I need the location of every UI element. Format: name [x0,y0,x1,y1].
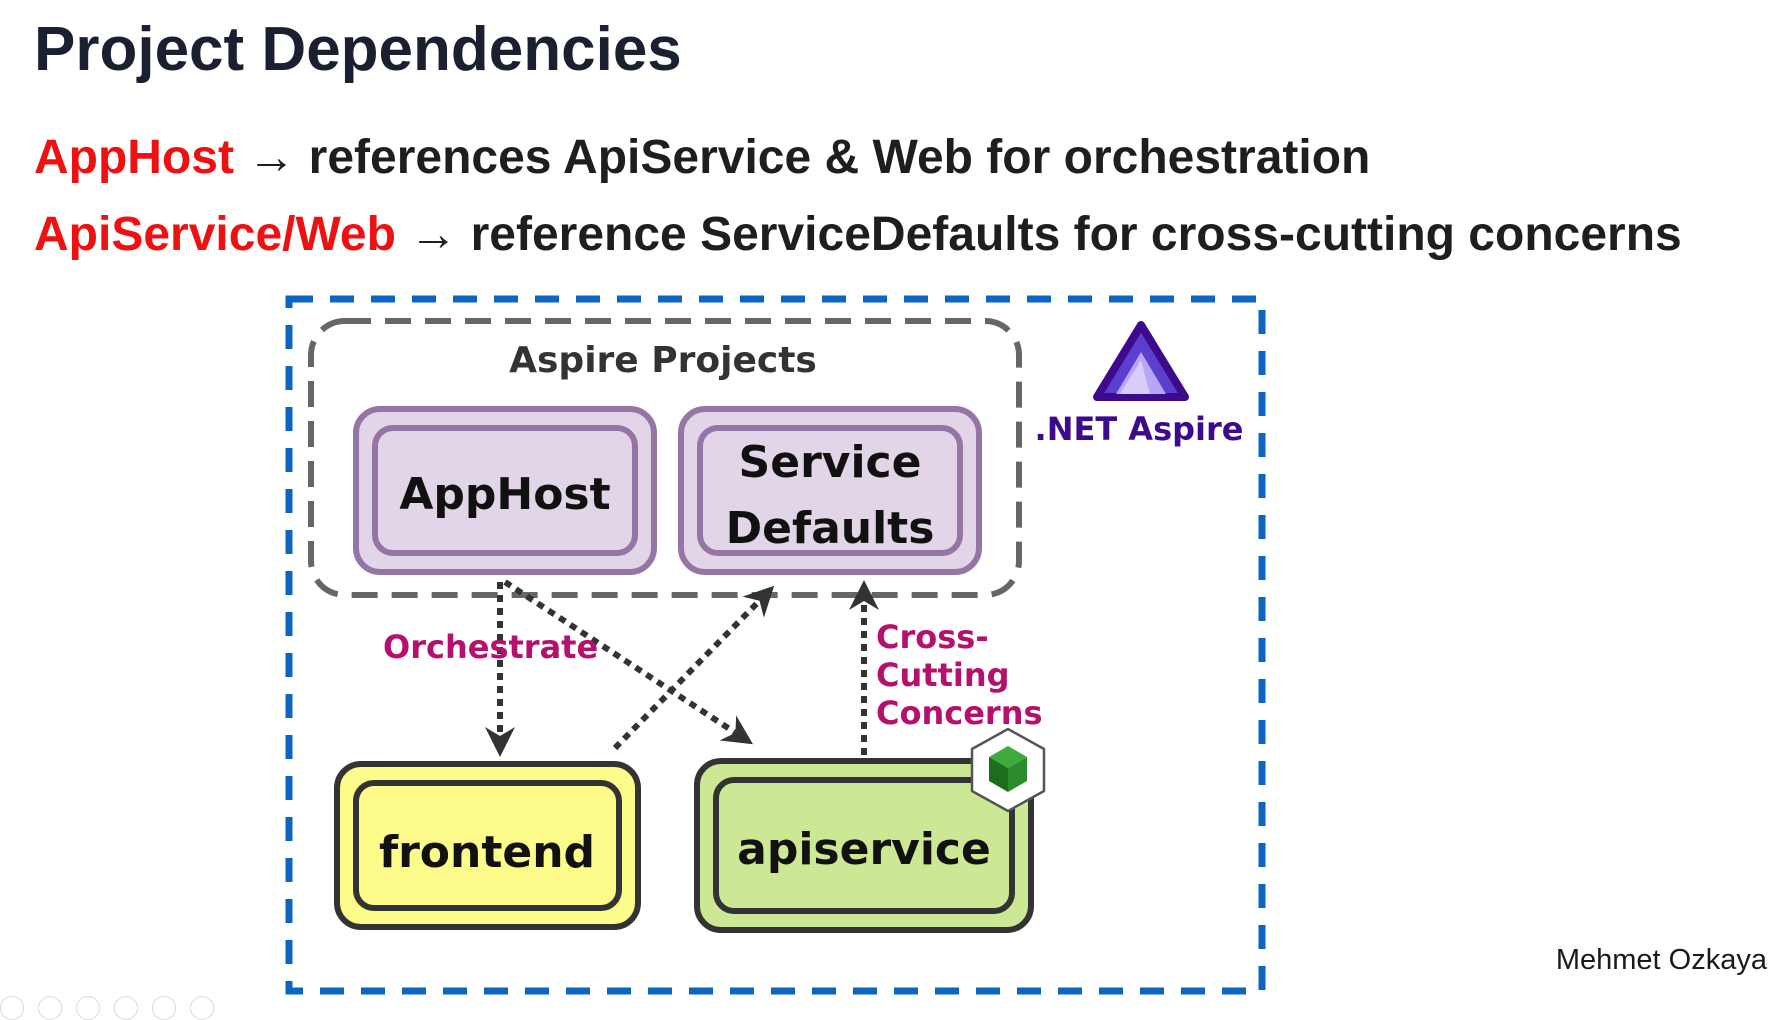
bullet-apiservice-web: ApiService/Web → reference ServiceDefaul… [34,207,1682,262]
service-defaults-label-line1: Service [739,437,922,488]
group-label: Aspire Projects [509,340,817,381]
apiservice-node: apiservice [694,758,1034,933]
aspire-projects-group [308,318,1022,598]
edge-label-cross-cutting-line1: Cross- [876,618,989,656]
more-options-icon[interactable] [190,996,214,1020]
slides-overview-icon[interactable] [114,996,138,1020]
dotnet-aspire-logo [1093,321,1189,401]
frontend-label: frontend [379,827,595,878]
apiservice-label: apiservice [737,824,991,875]
package-icon [970,727,1046,813]
bullet-term: ApiService/Web [34,208,396,261]
edge-apphost-to-apiservice [503,579,754,745]
next-slide-icon[interactable] [38,996,62,1020]
edge-frontend-to-service-defaults [612,585,775,751]
pen-icon[interactable] [76,996,100,1020]
bullet-text: reference ServiceDefaults for cross-cutt… [470,208,1682,261]
bullet-text: references ApiService & Web for orchestr… [308,131,1371,184]
previous-slide-icon[interactable] [0,996,24,1020]
edge-label-cross-cutting-line2: Cutting [876,656,1010,694]
brand-label: .NET Aspire [1035,410,1244,448]
presentation-toolbar [0,996,214,1020]
edge-label-cross-cutting-line3: Concerns [876,694,1043,732]
arrow-glyph: → [247,131,296,184]
edge-label-orchestrate: Orchestrate [383,628,598,666]
aspire-solution-boundary [285,295,1266,995]
apphost-label: AppHost [399,469,610,520]
service-defaults-node: Service Defaults [678,406,982,575]
arrow-glyph: → [409,208,458,261]
author-credit: Mehmet Ozkaya [1555,944,1767,976]
page-title: Project Dependencies [34,15,682,84]
apphost-node: AppHost [353,406,657,575]
zoom-icon[interactable] [152,996,176,1020]
bullet-apphost: AppHost → references ApiService & Web fo… [34,130,1370,185]
bullet-term: AppHost [34,131,234,184]
service-defaults-label-line2: Defaults [726,503,935,554]
frontend-node: frontend [334,761,641,930]
